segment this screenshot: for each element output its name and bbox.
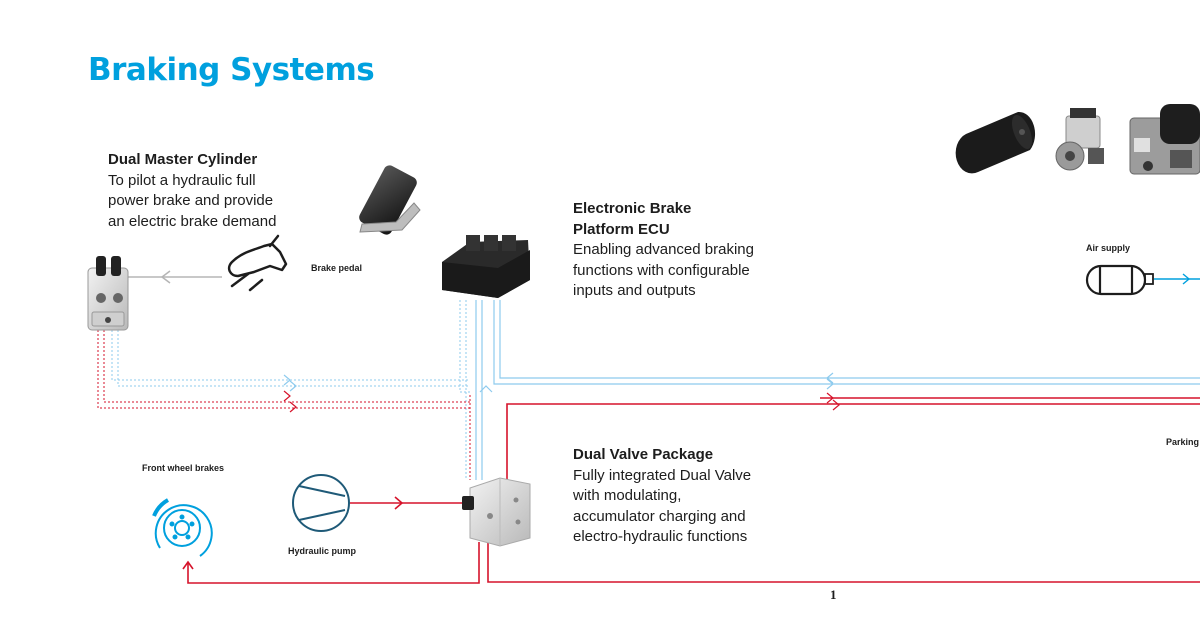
compressor-image: [1055, 108, 1104, 171]
dual-master-cylinder-image: [87, 256, 129, 331]
dual-master-cylinder-description: To pilot a hydraulic full power brake an…: [108, 171, 277, 230]
air-tank-image: [955, 111, 1036, 174]
hydraulic-pump-label: Hydraulic pump: [288, 546, 357, 556]
front-wheel-brakes-label: Front wheel brakes: [142, 463, 225, 473]
pedal-to-cylinder-arrow: [128, 270, 222, 284]
dual-valve-package-image: [462, 477, 531, 547]
wheel-brake-icon: [152, 498, 213, 557]
electric-bus-lines: [475, 300, 1200, 480]
dual-master-cylinder-block: Dual Master Cylinder To pilot a hydrauli…: [108, 150, 283, 232]
dual-valve-package-block: Dual Valve Package Fully integrated Dual…: [573, 445, 755, 548]
page-title: Braking Systems: [88, 52, 375, 88]
air-tank-icon: [1085, 264, 1154, 296]
electric-arrow-marks: [283, 372, 834, 393]
parking-label: Parking: [1166, 437, 1200, 447]
air-processing-unit-image: [1129, 104, 1200, 175]
dual-valve-package-description: Fully integrated Dual Valve with modulat…: [573, 466, 752, 546]
page-number: 1: [830, 587, 837, 602]
ecu-description: Enabling advanced braking functions with…: [573, 241, 754, 299]
hydraulic-pump-icon: [292, 474, 350, 532]
ecu-title: Electronic Brake Platform ECU: [573, 200, 692, 238]
air-supply-line: [1154, 273, 1200, 285]
electric-signal-lines: [111, 300, 470, 480]
dual-valve-package-title: Dual Valve Package: [573, 446, 714, 463]
ecu-block: Electronic Brake Platform ECU Enabling a…: [573, 199, 788, 302]
hydraulic-pilot-lines: [97, 330, 471, 480]
foot-pedal-icon: [227, 234, 288, 292]
air-supply-label: Air supply: [1086, 243, 1131, 253]
brake-pedal-image: [359, 165, 421, 235]
ecu-image: [442, 235, 530, 298]
brake-pedal-label: Brake pedal: [311, 263, 363, 273]
hydraulic-arrow-marks: [283, 390, 840, 413]
hydraulic-pressure-lines: [182, 397, 1200, 584]
dual-master-cylinder-title: Dual Master Cylinder: [108, 151, 258, 168]
